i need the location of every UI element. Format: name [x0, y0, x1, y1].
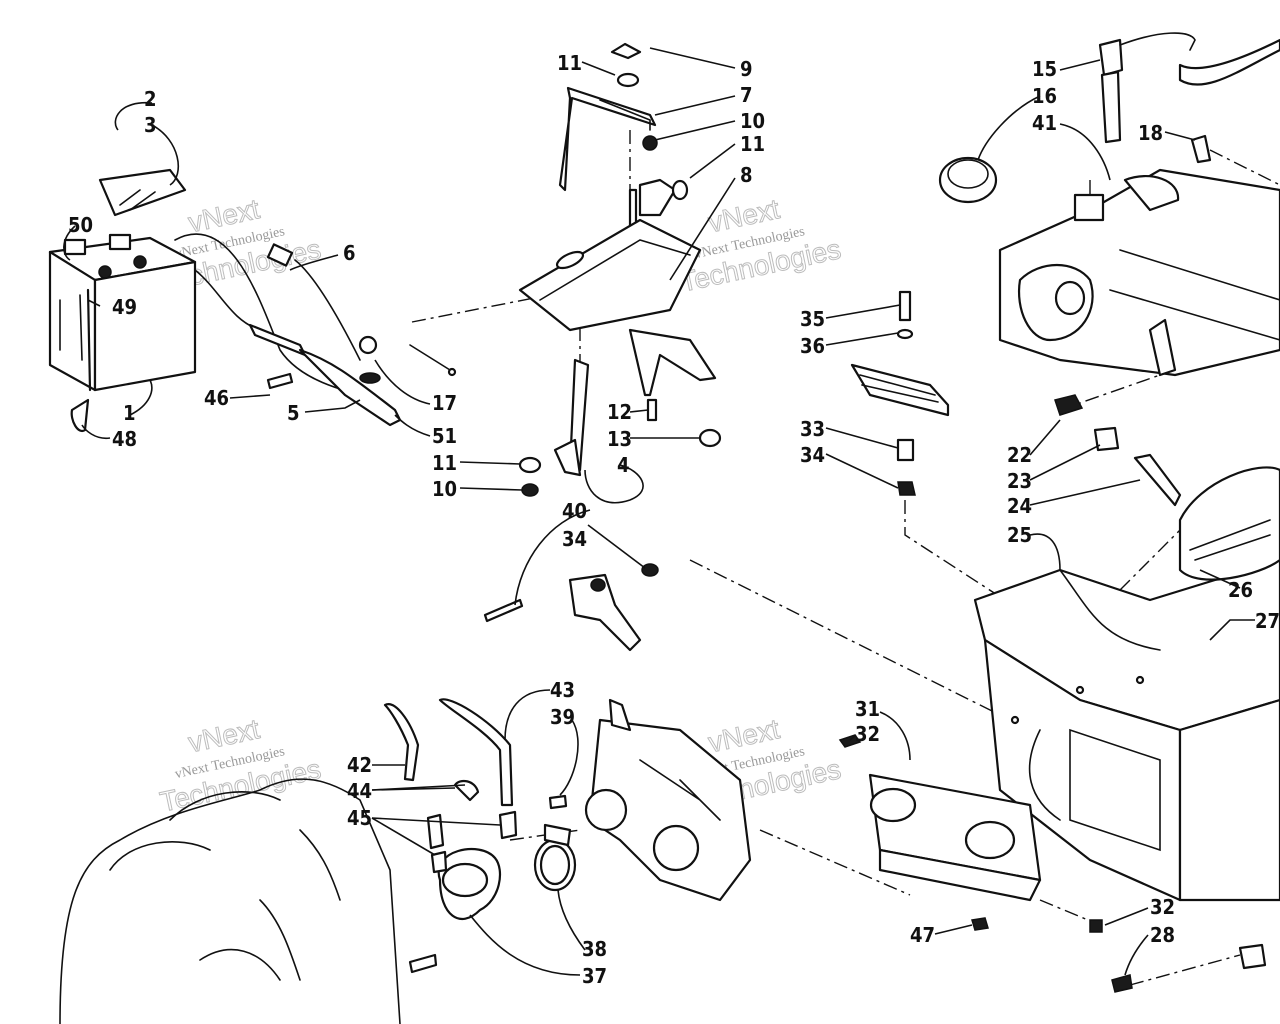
- callout-28: 28: [1150, 923, 1175, 947]
- callout-44: 44: [347, 779, 372, 803]
- callout-34: 34: [800, 443, 825, 467]
- watermark-center-top: vNext vNext Technologies Technologies: [677, 193, 844, 298]
- engine-outline: [59, 778, 401, 1024]
- callout-11: 11: [557, 51, 582, 75]
- battery-assembly: [48, 168, 197, 433]
- carburetor-assembly: [584, 698, 752, 902]
- callout-46: 46: [204, 386, 229, 410]
- callout-11: 11: [432, 451, 457, 475]
- callout-24: 24: [1007, 494, 1032, 518]
- callout-49: 49: [112, 295, 137, 319]
- hoses-and-fittings: [383, 698, 568, 874]
- callout-labels: 2 3 50 49 1 48 46 5 6 17 51 11 9 7 10 11…: [68, 51, 1280, 988]
- air-silencer-assembly: [973, 466, 1280, 902]
- callout-34: 34: [562, 527, 587, 551]
- callout-25: 25: [1007, 523, 1032, 547]
- callout-50: 50: [68, 213, 93, 237]
- callout-11: 11: [740, 132, 765, 156]
- fuel-tank-assembly: [938, 32, 1280, 993]
- callout-27: 27: [1255, 609, 1280, 633]
- callout-13: 13: [607, 427, 632, 451]
- callout-48: 48: [112, 427, 137, 451]
- callout-10: 10: [432, 477, 457, 501]
- callout-5: 5: [287, 401, 300, 425]
- callout-26: 26: [1228, 578, 1253, 602]
- callout-37: 37: [582, 964, 607, 988]
- callout-8: 8: [740, 163, 753, 187]
- carburetor-adapter-assembly: [838, 734, 1103, 933]
- callout-16: 16: [1032, 84, 1057, 108]
- watermark-left-bottom: vNext vNext Technologies Technologies: [157, 713, 324, 818]
- callout-33: 33: [800, 417, 825, 441]
- callout-36: 36: [800, 334, 825, 358]
- callout-43: 43: [550, 678, 575, 702]
- intake-flange-assembly: [408, 823, 577, 974]
- callout-38: 38: [582, 937, 607, 961]
- callout-45: 45: [347, 806, 372, 830]
- throttle-lever-assembly: [483, 563, 659, 652]
- callout-7: 7: [740, 83, 753, 107]
- callout-12: 12: [607, 400, 632, 424]
- battery-bracket-assembly: [518, 42, 722, 497]
- callout-4: 4: [617, 453, 630, 477]
- callout-2: 2: [144, 87, 157, 111]
- callout-10: 10: [740, 109, 765, 133]
- assembly-lines: [411, 130, 1280, 986]
- callout-22: 22: [1007, 443, 1032, 467]
- callout-9: 9: [740, 57, 753, 81]
- leader-lines: [63, 47, 1255, 976]
- callout-42: 42: [347, 753, 372, 777]
- callout-35: 35: [800, 307, 825, 331]
- electrical-module-assembly: [850, 290, 950, 496]
- callout-32: 32: [1150, 895, 1175, 919]
- callout-39: 39: [550, 705, 575, 729]
- callout-3: 3: [144, 113, 157, 137]
- callout-51: 51: [432, 424, 457, 448]
- callout-17: 17: [432, 391, 457, 415]
- callout-1: 1: [123, 401, 136, 425]
- callout-18: 18: [1138, 121, 1163, 145]
- callout-31: 31: [855, 697, 880, 721]
- callout-6: 6: [343, 241, 356, 265]
- callout-23: 23: [1007, 469, 1032, 493]
- callout-41: 41: [1032, 111, 1057, 135]
- callout-32: 32: [855, 722, 880, 746]
- battery-cable-assembly: [174, 233, 457, 427]
- callout-47: 47: [910, 923, 935, 947]
- callout-40: 40: [562, 499, 587, 523]
- callout-15: 15: [1032, 57, 1057, 81]
